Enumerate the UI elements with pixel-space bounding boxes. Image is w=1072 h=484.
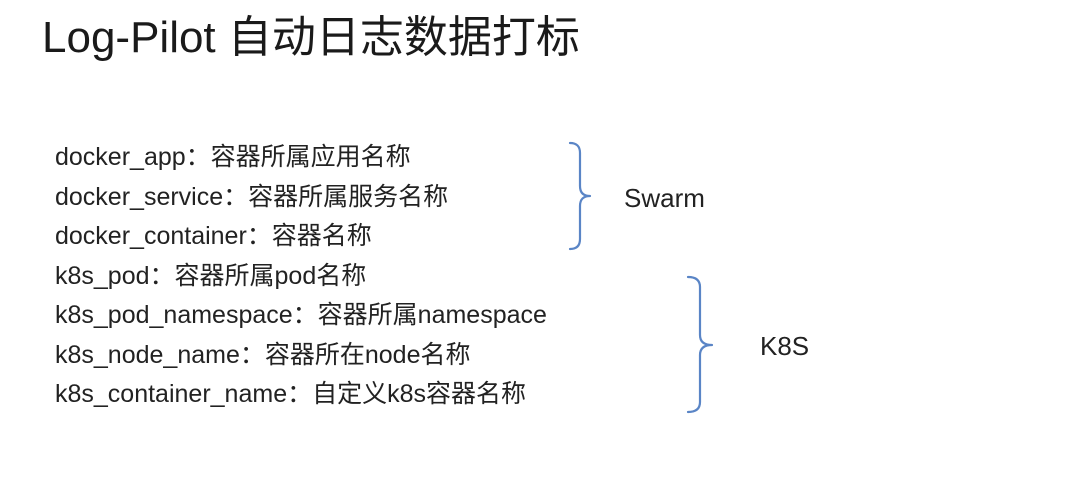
label-field-list: docker_app：容器所属应用名称 docker_service：容器所属服…	[55, 138, 695, 415]
group-label-k8s: K8S	[760, 331, 810, 361]
swarm-brace-icon	[568, 141, 592, 251]
field-k8s-node-name: k8s_node_name：容器所在node名称	[55, 340, 471, 369]
field-k8s-pod-namespace: k8s_pod_namespace：容器所属namespace	[55, 301, 547, 329]
group-label-swarm: Swarm	[624, 183, 705, 213]
field-k8s-pod: k8s_pod：容器所属pod名称	[55, 261, 367, 290]
field-docker-service: docker_service：容器所属服务名称	[55, 182, 449, 211]
field-docker-app: docker_app：容器所属应用名称	[55, 143, 411, 171]
field-k8s-container-name: k8s_container_name：自定义k8s容器名称	[55, 380, 526, 408]
slide-title: Log-Pilot 自动日志数据打标	[42, 13, 580, 62]
k8s-brace-icon	[686, 275, 714, 414]
field-docker-container: docker_container：容器名称	[55, 222, 372, 250]
swarm-brace-path	[568, 141, 592, 251]
k8s-brace-path	[686, 275, 714, 414]
